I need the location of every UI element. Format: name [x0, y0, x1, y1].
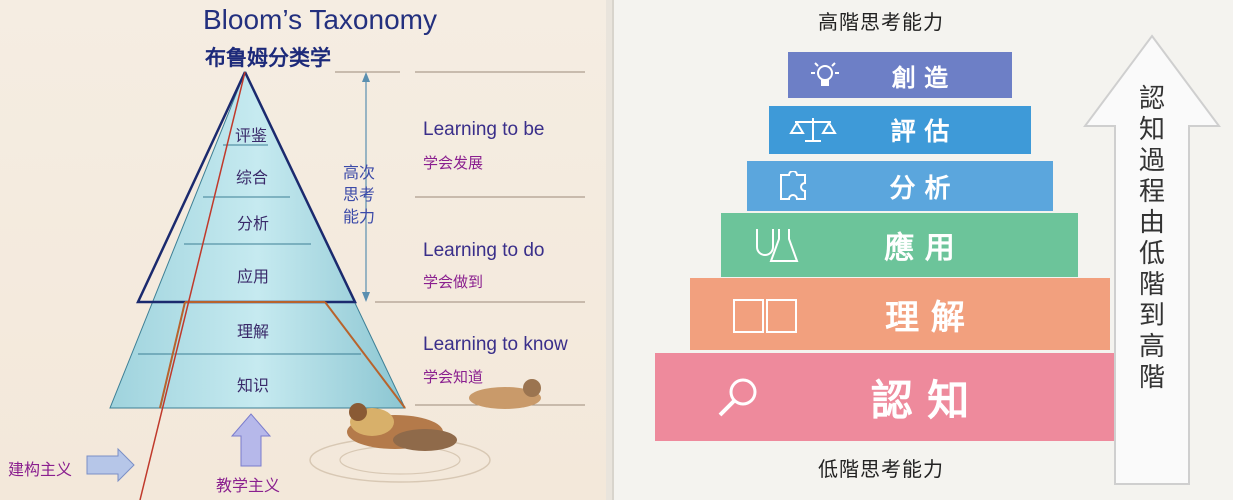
level-application: 应用 — [237, 267, 270, 286]
puzzle-icon — [780, 171, 806, 200]
level-evaluation: 评鉴 — [235, 126, 268, 145]
right-arrow-icon — [86, 447, 135, 483]
step-apply-label: 應 用 — [884, 231, 955, 266]
duck-image — [469, 379, 541, 409]
duck-image — [347, 403, 457, 451]
learning-to-know-cn: 学会知道 — [423, 368, 484, 386]
level-synthesis: 综合 — [236, 168, 269, 187]
scale-icon — [789, 118, 837, 142]
step-know: 認 知 — [655, 353, 1145, 441]
title-chinese: 布鲁姆分类学 — [205, 46, 331, 70]
learning-to-do: Learning to do — [423, 240, 545, 261]
cognitive-stairs-panel: 高階思考能力 創 造 評 估 分 析 — [612, 0, 1233, 500]
side-text: 認知過程由低階到高階 — [1138, 84, 1165, 393]
top-caption: 高階思考能力 — [818, 10, 944, 34]
instructivism-label: 教学主义 — [216, 476, 281, 495]
learning-to-be-cn: 学会发展 — [423, 154, 484, 172]
magnifier-icon — [718, 378, 757, 417]
level-comprehension: 理解 — [237, 322, 270, 341]
pyramid-graphic — [86, 70, 585, 500]
learning-to-do-cn: 学会做到 — [423, 273, 484, 291]
step-evaluate-label: 評 估 — [890, 117, 950, 146]
bloom-pyramid-panel: Bloom’s Taxonomy 布鲁姆分类学 评鉴 综合 分析 应用 理解 知… — [0, 0, 606, 500]
step-understand-label: 理 解 — [885, 297, 965, 338]
step-analyze: 分 析 — [747, 161, 1053, 211]
title-english: Bloom’s Taxonomy — [203, 4, 437, 35]
bottom-caption: 低階思考能力 — [818, 457, 944, 481]
learning-to-be: Learning to be — [423, 119, 545, 140]
level-analysis: 分析 — [237, 214, 270, 233]
step-evaluate: 評 估 — [769, 106, 1031, 154]
learning-to-know: Learning to know — [423, 334, 568, 355]
constructivism-label: 建构主义 — [8, 460, 73, 479]
flask-icon — [756, 229, 799, 262]
step-apply: 應 用 — [721, 213, 1078, 277]
step-know-label: 認 知 — [870, 375, 970, 425]
higher-thinking-label: 高次思考能力 — [342, 163, 375, 226]
step-create: 創 造 — [788, 52, 1012, 98]
step-analyze-label: 分 析 — [889, 173, 951, 204]
step-create-label: 創 造 — [891, 63, 949, 92]
level-knowledge: 知识 — [237, 376, 270, 395]
book-icon — [733, 299, 797, 333]
step-understand: 理 解 — [690, 278, 1110, 350]
up-arrow-icon — [230, 413, 272, 467]
lightbulb-icon — [811, 62, 839, 86]
up-arrow-icon — [1083, 34, 1221, 485]
